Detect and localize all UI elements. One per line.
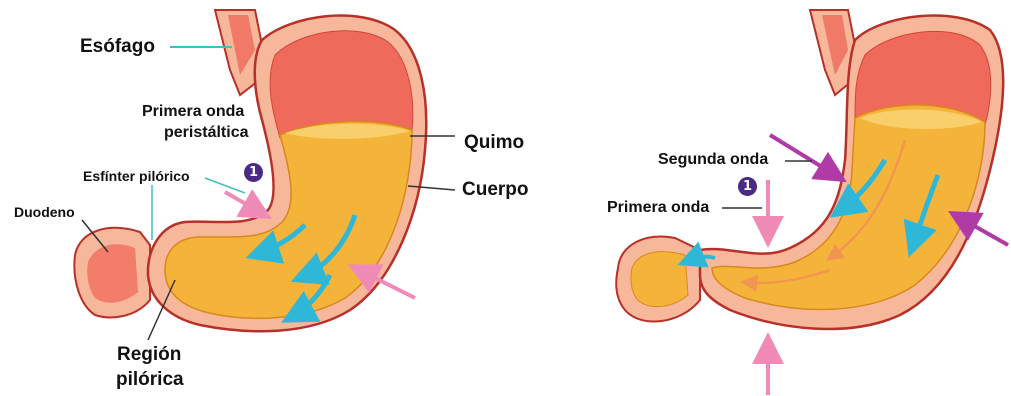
label-segunda-onda: Segunda onda <box>658 151 768 169</box>
label-primera-onda-peristaltica-line1: Primera onda <box>142 103 244 121</box>
label-region-pilorica-line1: Región <box>117 345 181 366</box>
label-primera-onda-peristaltica-line2: peristáltica <box>164 124 248 142</box>
wave-number-badge-left: 1 <box>244 163 263 182</box>
label-region-pilorica-line2: pilórica <box>116 370 184 391</box>
label-quimo: Quimo <box>464 133 524 154</box>
wave-number-badge-right: 1 <box>738 177 757 196</box>
label-esfinter-pilorico: Esfínter pilórico <box>83 169 190 184</box>
label-esofago: Esófago <box>80 37 155 58</box>
label-cuerpo: Cuerpo <box>462 180 529 201</box>
label-duodeno: Duodeno <box>14 205 75 220</box>
label-primera-onda: Primera onda <box>607 199 709 217</box>
